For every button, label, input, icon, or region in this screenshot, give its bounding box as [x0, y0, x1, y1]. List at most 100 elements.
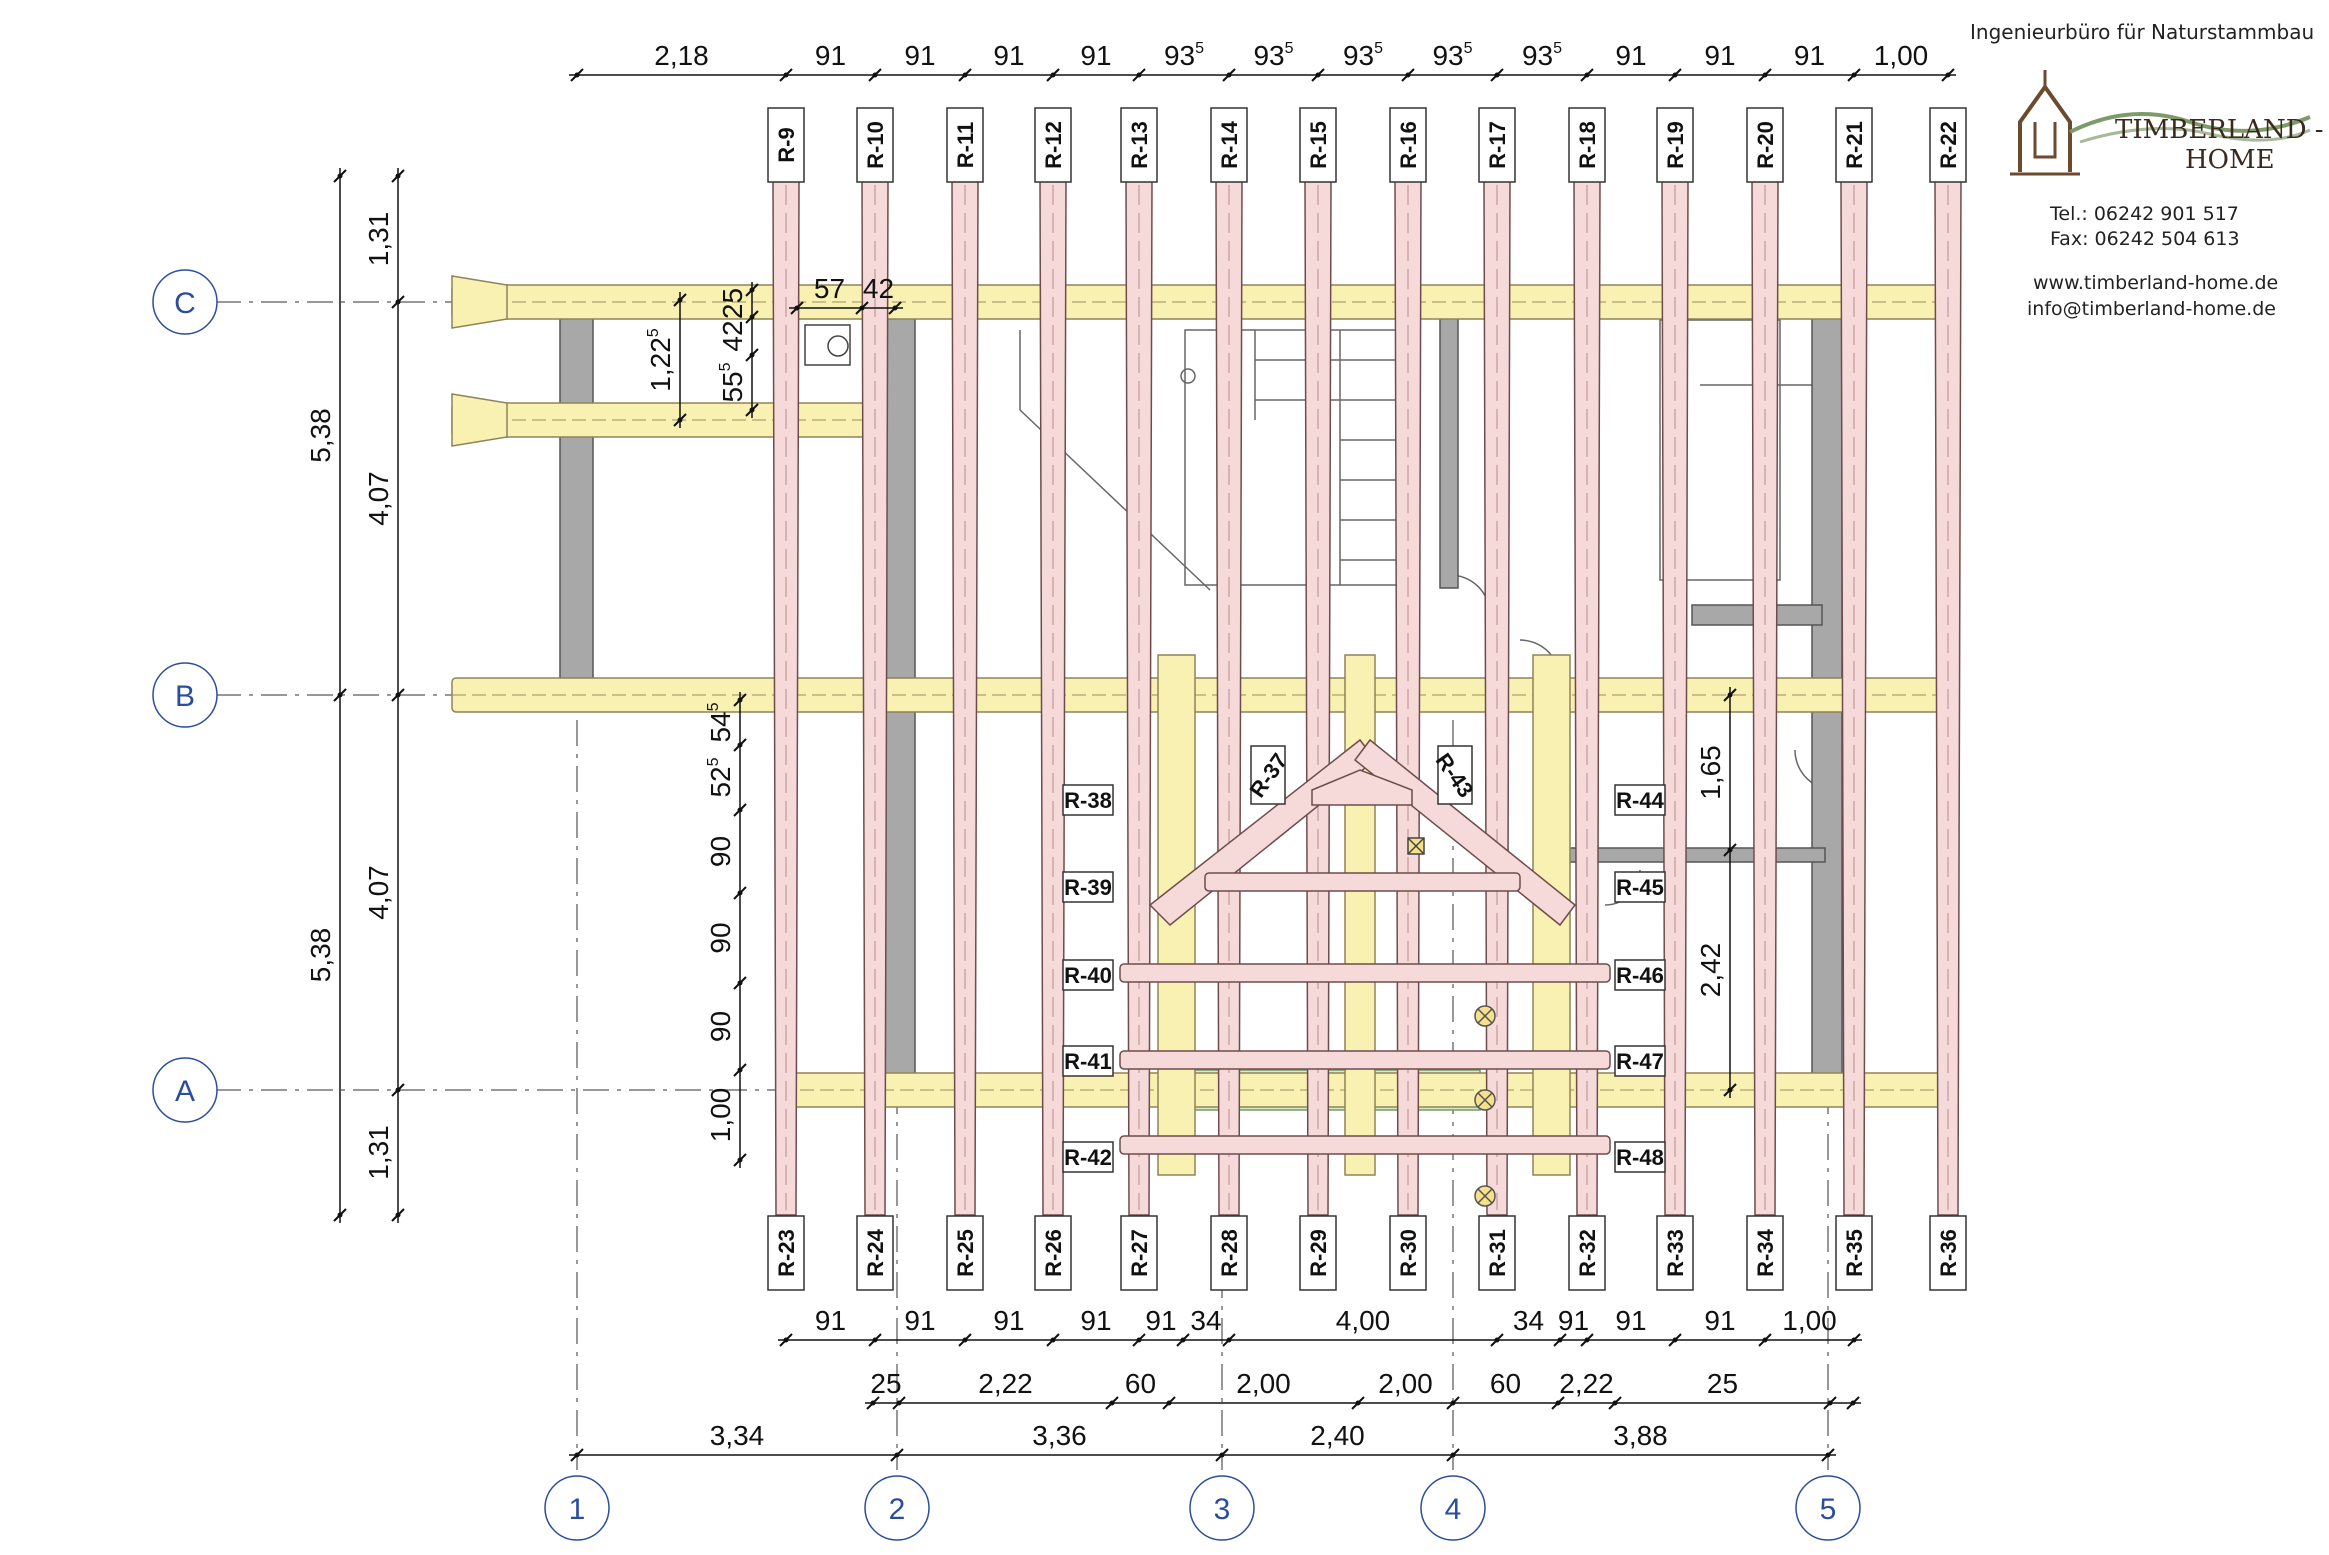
dim-dot: [1612, 1400, 1618, 1406]
rafter-label-top: R-14: [1210, 107, 1248, 183]
rafter-label-bottom: R-28: [1210, 1215, 1248, 1291]
axis-circle: [864, 1475, 930, 1541]
rafter-label-bottom: R-32: [1568, 1215, 1606, 1291]
label-box: [1120, 107, 1158, 183]
dim-dot: [749, 314, 755, 320]
label-text: R-44: [1616, 788, 1664, 813]
dim-dot: [1827, 1400, 1833, 1406]
dim-value: 91: [904, 1305, 935, 1336]
rafter-label-top: R-19: [1656, 107, 1694, 183]
dim-dot: [794, 305, 800, 311]
dim-value: 935: [1432, 40, 1472, 71]
dim-dot: [1180, 1337, 1186, 1343]
label-text: R-40: [1064, 963, 1112, 988]
dim-dot: [1355, 1400, 1361, 1406]
dim-value: 91: [1794, 40, 1825, 71]
dim-value: 91: [1080, 40, 1111, 71]
dim-dot: [1727, 1087, 1733, 1093]
dim-dot: [894, 1452, 900, 1458]
dim-value: 25: [1707, 1368, 1738, 1399]
rafter-label-bottom: R-29: [1299, 1215, 1337, 1291]
email-link[interactable]: info@timberland-home.de: [2027, 298, 2276, 320]
axis-marker-row: C: [152, 269, 218, 335]
dim-value: 4,00: [1336, 1305, 1391, 1336]
axis-circle: [1795, 1475, 1861, 1541]
dim-value: 91: [904, 40, 935, 71]
dim-value: 25: [870, 1368, 901, 1399]
label-box: [1835, 1215, 1873, 1291]
label-box: [1929, 107, 1967, 183]
dim-dot: [1945, 72, 1951, 78]
label-box: [1389, 107, 1427, 183]
dormer-crossbeam: [1119, 963, 1611, 983]
rafter-label-bottom: R-23: [767, 1215, 805, 1291]
dim-dot: [1450, 1400, 1456, 1406]
axis-marker-col: 3: [1189, 1475, 1255, 1541]
label-text: R-20: [1753, 121, 1778, 169]
log-end-flare: [451, 393, 508, 447]
rafter-label-bottom: R-27: [1120, 1215, 1158, 1291]
label-box: [767, 107, 805, 183]
dim-dot: [1450, 1452, 1456, 1458]
dim-dot: [783, 72, 789, 78]
dim-value: 91: [1145, 1305, 1176, 1336]
dim-dot: [872, 72, 878, 78]
dim-dot: [1762, 1337, 1768, 1343]
dim-value: 91: [1615, 1305, 1646, 1336]
rafter-label-top: R-17: [1478, 107, 1516, 183]
dim-dot: [395, 1087, 401, 1093]
label-text: R-38: [1064, 788, 1112, 813]
rafter-label-top: R-12: [1034, 107, 1072, 183]
dim-value: 935: [1253, 40, 1293, 71]
dim-value: 91: [1704, 40, 1735, 71]
dim-dot: [749, 352, 755, 358]
dim-value: 2,00: [1378, 1368, 1433, 1399]
axis-circle: [152, 269, 218, 335]
label-box: [1210, 107, 1248, 183]
dim-dot: [1226, 1337, 1232, 1343]
dormer-label-right: R-46: [1614, 959, 1666, 991]
axis-label: 5: [1820, 1493, 1837, 1526]
rafter-label-top: R-16: [1389, 107, 1427, 183]
axis-label: 3: [1214, 1493, 1231, 1526]
rafter-label-top: R-11: [946, 107, 984, 183]
dim-value: 1,00: [1874, 40, 1929, 71]
rafter-label-bottom: R-30: [1389, 1215, 1427, 1291]
dim-value: 91: [1704, 1305, 1735, 1336]
wall-segment: [559, 317, 594, 697]
website-link[interactable]: www.timberland-home.de: [2033, 272, 2279, 294]
dim-dot: [749, 407, 755, 413]
dim-dot: [737, 807, 743, 813]
dim-value: 90: [705, 836, 736, 867]
dim-value: 2,42: [1695, 943, 1726, 998]
dormer-crossbeam: [1119, 1050, 1611, 1070]
wall-segment: [1564, 847, 1826, 863]
dim-value: 935: [1164, 40, 1204, 71]
dim-value: 60: [1490, 1368, 1521, 1399]
dim-chain-detail-v2: 1,225: [645, 292, 687, 428]
dormer-crossbeam: [1204, 872, 1521, 892]
dim-dot: [1557, 1337, 1563, 1343]
label-text: R-10: [863, 121, 888, 169]
rafter-label-top: R-20: [1746, 107, 1784, 183]
dim-value: 3,88: [1613, 1420, 1668, 1451]
rafter-label-top: R-21: [1835, 107, 1873, 183]
axis-circle: [1420, 1475, 1486, 1541]
label-box: [1614, 784, 1666, 816]
dim-value: 34: [1190, 1305, 1221, 1336]
label-text: R-46: [1616, 963, 1664, 988]
rafter-label-bottom: R-24: [856, 1215, 894, 1291]
label-text: R-23: [774, 1229, 799, 1277]
label-text: R-39: [1064, 875, 1112, 900]
dim-value: 91: [1615, 40, 1646, 71]
label-box: [1299, 107, 1337, 183]
label-text: R-17: [1485, 121, 1510, 169]
dim-dot: [574, 1452, 580, 1458]
dim-dot: [395, 299, 401, 305]
rafter-label-bottom: R-26: [1034, 1215, 1072, 1291]
dormer: [1119, 654, 1611, 1207]
dim-dot: [677, 297, 683, 303]
label-box: [767, 1215, 805, 1291]
